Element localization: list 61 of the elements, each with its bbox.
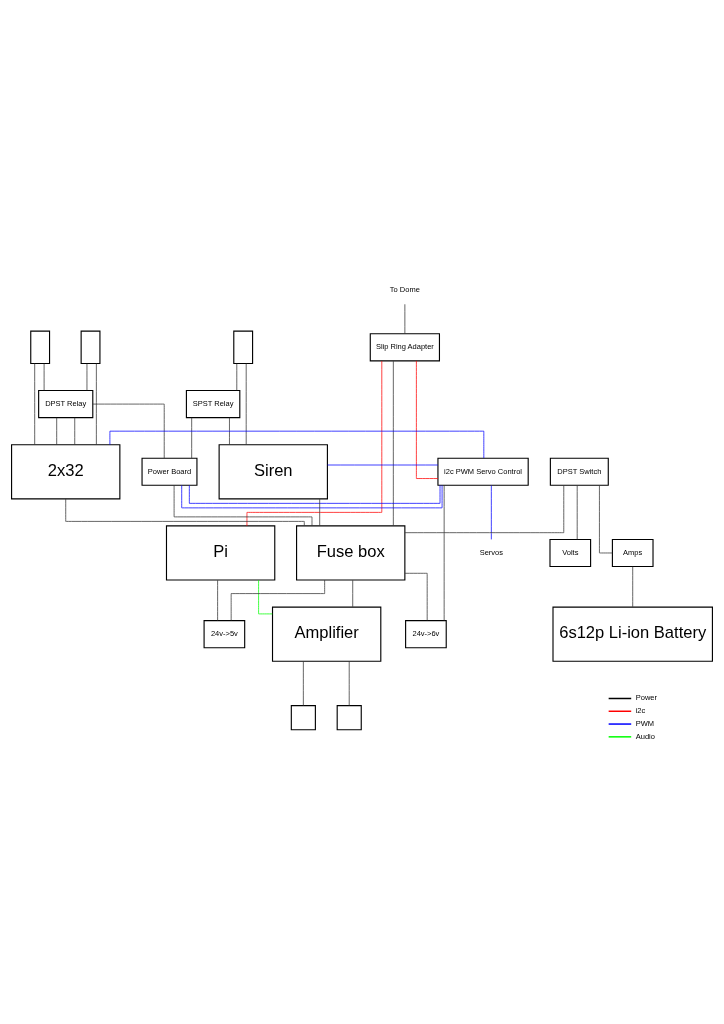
connector — [416, 360, 439, 479]
connector — [181, 485, 443, 509]
connector — [246, 360, 383, 527]
connector — [302, 660, 304, 706]
legend-label: Power — [635, 693, 657, 703]
connector — [404, 572, 428, 621]
connector — [599, 485, 613, 554]
connector — [576, 485, 578, 540]
connector — [173, 484, 313, 526]
node-box: Pi — [165, 525, 276, 581]
connector — [327, 464, 439, 466]
node-box — [80, 330, 101, 365]
node-box: 24v->6v — [405, 620, 447, 649]
connector — [245, 363, 247, 445]
node-box — [336, 705, 362, 731]
connector — [404, 485, 565, 534]
node-box: Power Board — [141, 457, 198, 486]
node-box — [233, 330, 254, 365]
connector — [236, 363, 238, 391]
connector — [34, 363, 36, 445]
connector — [56, 417, 58, 446]
node-box: Siren — [218, 444, 328, 500]
connector — [352, 579, 354, 608]
node-box: Amplifier — [271, 606, 382, 662]
connector — [443, 484, 445, 621]
legend-label: i2c — [635, 706, 646, 716]
connector — [74, 417, 76, 446]
node-box: Amps — [611, 538, 654, 568]
node-box: Fuse box — [296, 525, 406, 581]
connector — [230, 579, 326, 621]
node-box: 24v->5v — [203, 620, 246, 649]
node-box: DPST Relay — [38, 390, 94, 419]
connector — [632, 566, 634, 608]
connector — [348, 660, 350, 706]
connector — [92, 403, 165, 459]
node-box: i2c PWM Servo Control — [437, 457, 529, 486]
connector — [229, 417, 230, 446]
connector — [404, 303, 406, 335]
node-box: Slip Ring Adapter — [369, 333, 440, 362]
legend-label: Audio — [635, 731, 655, 741]
node-box — [290, 705, 316, 731]
connector — [319, 498, 321, 527]
node-box: Volts — [549, 538, 592, 568]
connector — [43, 363, 45, 391]
connector — [109, 430, 485, 459]
connector — [258, 579, 273, 615]
connector — [188, 484, 441, 504]
connector — [86, 363, 88, 391]
connector — [65, 498, 305, 527]
node-box: 2x32 — [11, 444, 121, 500]
connector — [217, 579, 218, 621]
node-box: 6s12p Li-ion Battery — [552, 606, 713, 662]
connector — [392, 360, 394, 527]
legend-label: PWM — [635, 718, 655, 728]
connector — [96, 363, 97, 445]
node-box: SPST Relay — [185, 390, 241, 419]
node-text: To Dome — [389, 285, 420, 295]
connector — [191, 417, 193, 459]
node-text: Servos — [479, 547, 504, 557]
node-box — [30, 330, 51, 365]
node-box: DPST Switch — [549, 457, 609, 486]
